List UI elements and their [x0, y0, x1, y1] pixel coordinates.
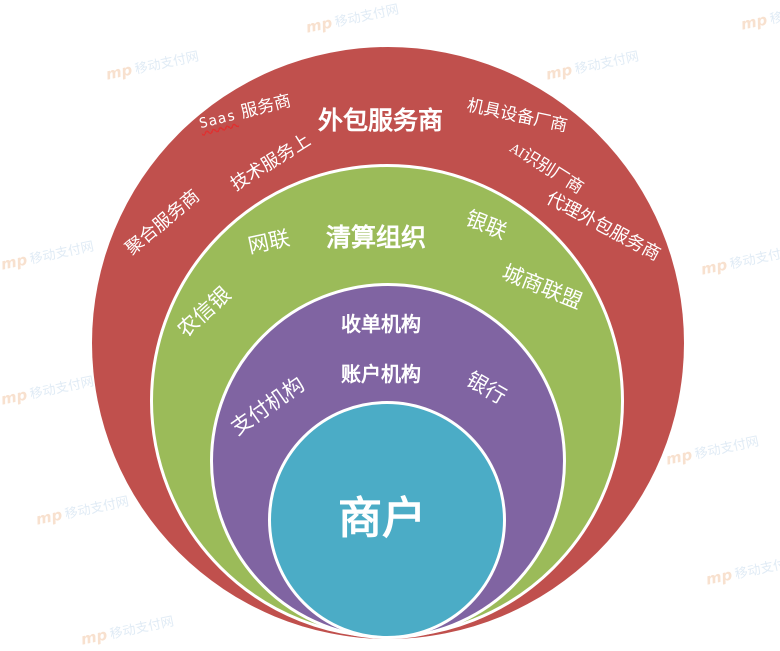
merchant-title: 商户 — [338, 493, 426, 544]
watermark: mp移动支付网 — [664, 434, 761, 469]
watermark: mp移动支付网 — [79, 614, 176, 649]
watermark: mp移动支付网 — [704, 554, 780, 589]
clearing-title: 清算组织 — [326, 223, 427, 252]
watermark: mp移动支付网 — [0, 374, 96, 409]
watermark: mp移动支付网 — [34, 494, 131, 529]
watermark: mp移动支付网 — [739, 0, 780, 34]
watermark: mp移动支付网 — [104, 49, 201, 84]
watermark: mp移动支付网 — [304, 2, 401, 37]
watermark: mp移动支付网 — [699, 244, 780, 279]
outsourcing-title: 外包服务商 — [318, 106, 444, 135]
watermark: mp移动支付网 — [544, 49, 641, 84]
watermark: mp移动支付网 — [0, 239, 96, 274]
merchant-core-circle — [268, 401, 506, 639]
account-institution-title: 账户机构 — [341, 362, 421, 386]
acquirer-title: 收单机构 — [341, 312, 421, 336]
